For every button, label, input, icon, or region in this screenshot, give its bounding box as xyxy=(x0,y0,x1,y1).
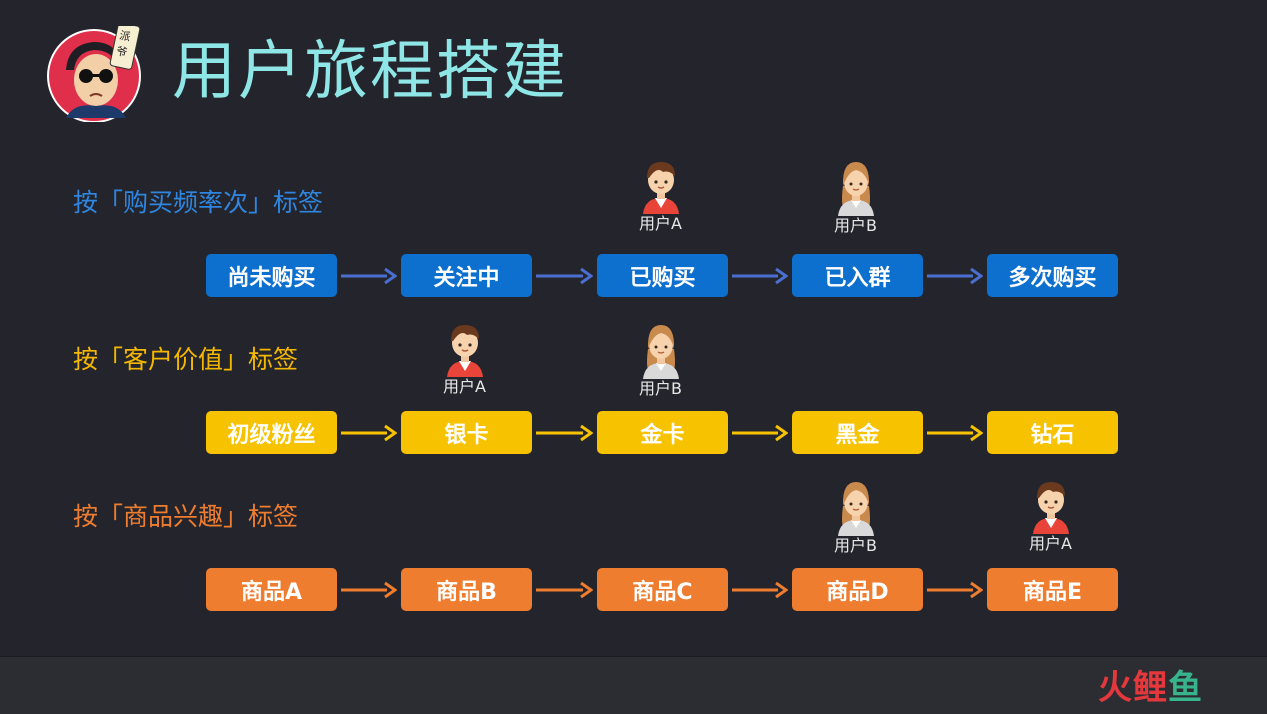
watermark-char-3: 鱼 xyxy=(1168,668,1203,708)
logo-badge-text: 派 xyxy=(118,29,131,44)
page-title: 用户旅程搭建 xyxy=(172,35,568,109)
flow-arrow-icon xyxy=(536,424,593,441)
journey-step-box: 金卡 xyxy=(597,411,728,454)
user-label: 用户B xyxy=(639,379,682,398)
journey-step-box: 已购买 xyxy=(597,254,728,297)
flow-arrow-icon xyxy=(536,581,593,598)
flow-arrow-icon xyxy=(732,267,788,284)
flow-arrow-icon xyxy=(341,267,397,284)
flow-arrow-icon xyxy=(927,424,983,441)
section-title: 按「商品兴趣」标签 xyxy=(73,502,299,531)
user-label: 用户A xyxy=(443,377,486,396)
user-label: 用户B xyxy=(834,216,877,235)
user-marker: 用户A xyxy=(1011,476,1091,554)
user-marker: 用户B xyxy=(621,319,701,399)
female-avatar-icon xyxy=(816,476,896,536)
section-title: 按「客户价值」标签 xyxy=(73,345,299,374)
female-avatar-icon xyxy=(621,319,701,379)
journey-step-box: 关注中 xyxy=(401,254,532,297)
watermark-char-2: 鲤 xyxy=(1133,668,1168,708)
journey-step-box: 初级粉丝 xyxy=(206,411,337,454)
journey-step-box: 已入群 xyxy=(792,254,923,297)
user-label: 用户A xyxy=(1029,534,1072,553)
mascot-logo-icon: 派 爷 xyxy=(47,26,141,122)
user-marker: 用户A xyxy=(621,156,701,234)
user-label: 用户B xyxy=(834,536,877,555)
flow-arrow-icon xyxy=(927,581,983,598)
journey-step-box: 黑金 xyxy=(792,411,923,454)
watermark-logo: 火鲤鱼 xyxy=(1098,668,1203,708)
female-avatar-icon xyxy=(816,156,896,216)
flow-arrow-icon xyxy=(341,424,397,441)
male-avatar-icon xyxy=(621,156,701,214)
journey-step-box: 商品C xyxy=(597,568,728,611)
flow-arrow-icon xyxy=(927,267,983,284)
journey-step-box: 尚未购买 xyxy=(206,254,337,297)
journey-step-box: 商品B xyxy=(401,568,532,611)
journey-step-box: 钻石 xyxy=(987,411,1118,454)
logo-badge-text-2: 爷 xyxy=(115,43,129,59)
user-marker: 用户B xyxy=(816,156,896,236)
user-marker: 用户B xyxy=(816,476,896,556)
watermark-char-1: 火 xyxy=(1098,668,1133,708)
male-avatar-icon xyxy=(425,319,505,377)
journey-step-box: 商品A xyxy=(206,568,337,611)
flow-arrow-icon xyxy=(536,267,593,284)
footer-bar xyxy=(0,656,1267,714)
user-marker: 用户A xyxy=(425,319,505,397)
section-title: 按「购买频率次」标签 xyxy=(73,188,324,217)
journey-step-box: 商品D xyxy=(792,568,923,611)
user-label: 用户A xyxy=(639,214,682,233)
flow-arrow-icon xyxy=(341,581,397,598)
flow-arrow-icon xyxy=(732,424,788,441)
flow-arrow-icon xyxy=(732,581,788,598)
journey-step-box: 商品E xyxy=(987,568,1118,611)
journey-step-box: 多次购买 xyxy=(987,254,1118,297)
male-avatar-icon xyxy=(1011,476,1091,534)
journey-step-box: 银卡 xyxy=(401,411,532,454)
